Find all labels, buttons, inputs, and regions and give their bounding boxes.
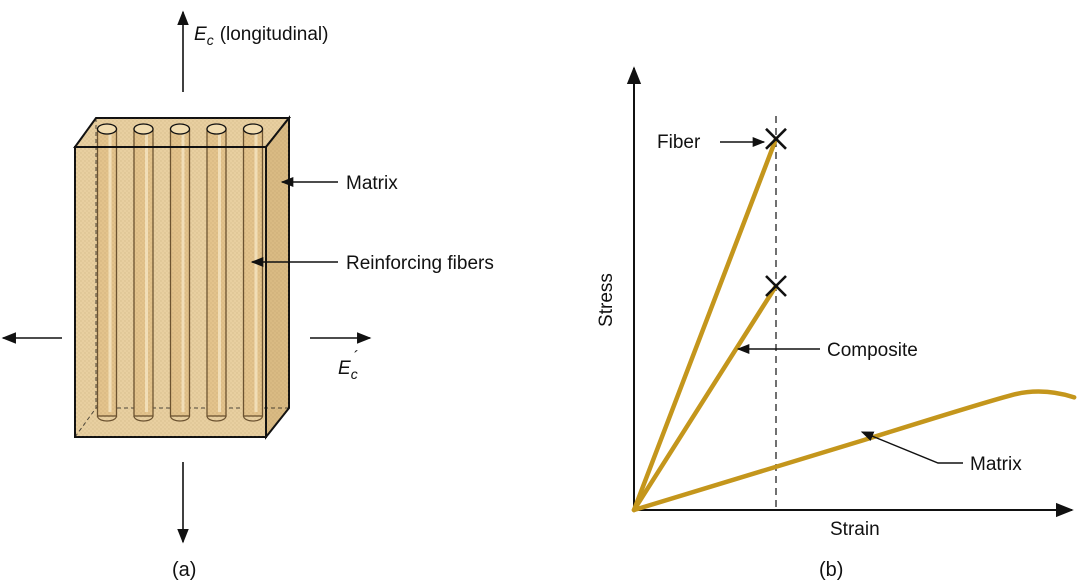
composite-series-label: Composite (827, 340, 918, 361)
reinforcing-fibers (96, 123, 264, 422)
matrix-pointer-b (860, 431, 963, 464)
stress-strain-curves (631, 136, 1077, 513)
fiber-rod (242, 123, 264, 422)
panel-b: Strain Stress Fiber Composite Matrix (b) (596, 66, 1077, 581)
y-axis-label: Stress (596, 273, 617, 327)
failure-x-fiber (765, 127, 787, 150)
fiber-rod (206, 123, 227, 422)
x-axis-label: Strain (830, 519, 880, 540)
matrix-series-label: Matrix (970, 454, 1022, 475)
failure-markers (765, 127, 787, 297)
panel-a: Ec(longitudinal) Ec´ Matrix Reinforcing … (1, 10, 494, 581)
failure-x-composite (765, 275, 787, 297)
fiber-series-label: Fiber (657, 132, 701, 153)
fiber-rod (169, 123, 191, 422)
curve-fiber (631, 136, 779, 513)
reinforcing-fibers-label: Reinforcing fibers (346, 253, 494, 274)
ec-prime-label: Ec´ (338, 349, 359, 382)
matrix-label: Matrix (346, 173, 398, 194)
curve-matrix (631, 389, 1077, 513)
ec-longitudinal-label: Ec(longitudinal) (194, 24, 328, 48)
curve-composite (631, 283, 779, 513)
fiber-rod (133, 123, 154, 422)
fiber-rod (96, 123, 118, 422)
panel-a-caption: (a) (172, 559, 196, 581)
panel-b-caption: (b) (819, 559, 843, 581)
